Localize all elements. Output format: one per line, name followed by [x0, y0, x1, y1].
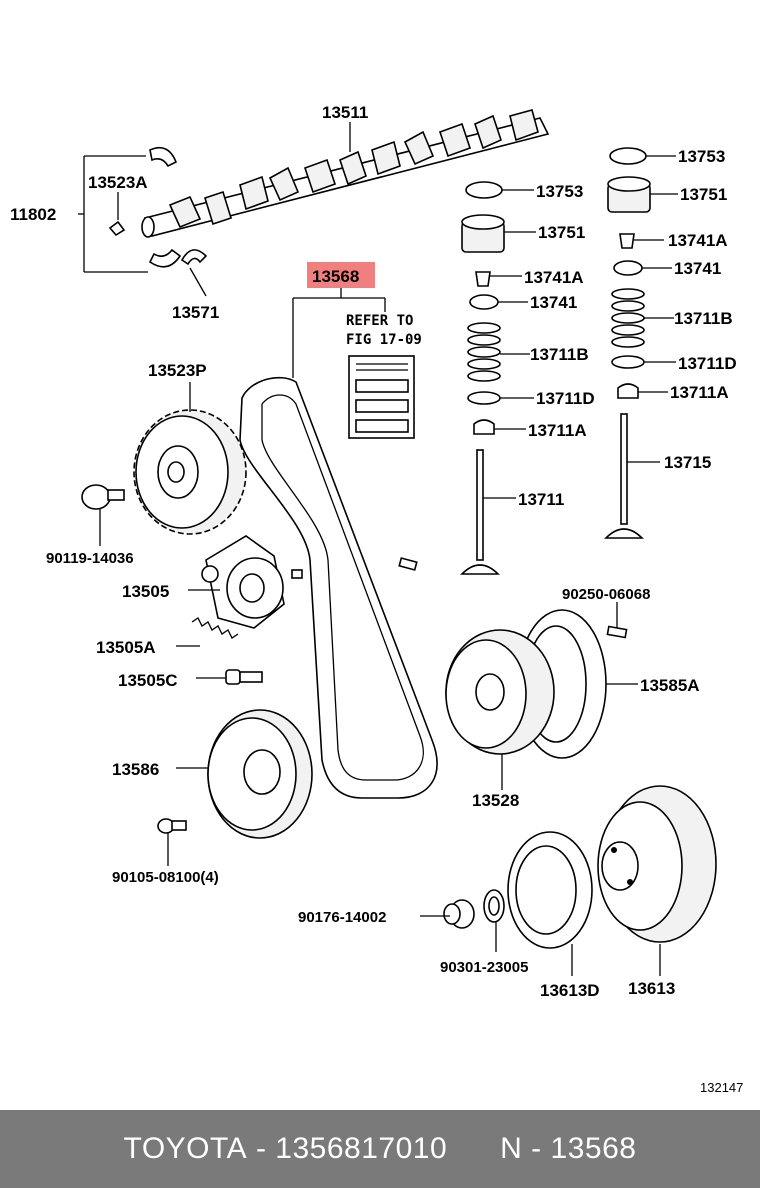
- separator-2: -: [522, 1132, 551, 1165]
- bearing-half-upper: [149, 146, 178, 168]
- separator: -: [247, 1132, 276, 1165]
- valve-spring-left: [467, 322, 501, 382]
- parts-diagram: 13511 13523A 11802 13571 13568 REFER TO …: [10, 103, 743, 1095]
- label-90250-06068: 90250-06068: [562, 586, 650, 603]
- label-13511: 13511: [322, 103, 368, 122]
- refer-line-2: FIG 17-09: [346, 332, 422, 348]
- label-90105-08100: 90105-08100(4): [112, 869, 219, 886]
- bearing-half-lower: [148, 248, 182, 268]
- refer-line-1: REFER TO: [346, 313, 413, 329]
- highlight-box: [307, 262, 375, 288]
- label-13741-left: 13741: [530, 293, 577, 312]
- label-90176-14002: 90176-14002: [298, 909, 386, 926]
- label-13751-left: 13751: [538, 223, 585, 242]
- spring-seat-right: [611, 355, 645, 369]
- camshaft-timing-pulley: [133, 409, 247, 535]
- label-13711: 13711: [518, 490, 564, 509]
- crankshaft-timing-pulley-13528: [445, 629, 555, 755]
- valve-13711: [460, 449, 500, 575]
- shim-13753-left: [465, 181, 503, 199]
- label-13523A: 13523A: [88, 173, 148, 192]
- spacer: [447, 1132, 500, 1166]
- label-13751-right: 13751: [680, 185, 727, 204]
- keeper-13741A-left: [475, 271, 491, 287]
- label-13741-right: 13741: [674, 259, 721, 278]
- label-13711B-left: 13711B: [530, 345, 589, 364]
- part-number: 1356817010: [275, 1132, 448, 1165]
- pin-90250: [606, 625, 628, 639]
- seal-13711A-right: [617, 383, 639, 399]
- label-13505C: 13505C: [118, 671, 178, 690]
- label-13715: 13715: [664, 453, 711, 472]
- oil-seal-90301: [483, 889, 505, 923]
- valve-spring-right: [611, 288, 645, 348]
- label-11802: 11802: [10, 205, 56, 224]
- label-13753-left: 13753: [536, 182, 583, 201]
- timing-belt: [239, 376, 438, 799]
- lifter-13751-right: [607, 176, 651, 213]
- bolt-90176: [443, 899, 475, 929]
- label-13613: 13613: [628, 979, 675, 998]
- keeper-13741A-right: [619, 233, 635, 249]
- tensioner-13505: [201, 535, 303, 629]
- label-13585A: 13585A: [640, 676, 700, 695]
- label-13753-right: 13753: [678, 147, 725, 166]
- label-13505A: 13505A: [96, 638, 156, 657]
- variant-code: N: [500, 1132, 523, 1165]
- valve-13715: [604, 413, 644, 539]
- label-13711A-left: 13711A: [528, 421, 587, 440]
- lifter-13751-left: [461, 214, 505, 253]
- tension-spring-13505A: [191, 617, 239, 639]
- label-13568: 13568: [312, 267, 359, 286]
- bolt-90119: [81, 484, 125, 510]
- label-90301-23005: 90301-23005: [440, 959, 528, 976]
- figure-number: 132147: [700, 1080, 743, 1095]
- label-13711D-left: 13711D: [536, 389, 595, 408]
- label-13523P: 13523P: [148, 361, 207, 380]
- label-13741A-left: 13741A: [524, 268, 584, 287]
- brand-name: TOYOTA: [123, 1132, 248, 1165]
- label-90119-14036: 90119-14036: [46, 550, 134, 567]
- label-13528: 13528: [472, 791, 519, 810]
- retainer-13741-left: [469, 294, 499, 310]
- label-13586: 13586: [112, 760, 159, 779]
- key-13523A: [108, 220, 126, 237]
- part-number-banner: TOYOTA - 1356817010 N - 13568: [0, 1110, 760, 1188]
- reference-book-icon: [348, 355, 415, 439]
- retainer-13741-right: [613, 260, 643, 276]
- bolt-90105: [157, 818, 187, 834]
- seal-13711A-left: [473, 419, 495, 435]
- crank-pulley-plate-13613D: [507, 831, 593, 949]
- label-13711B-right: 13711B: [674, 309, 733, 328]
- label-13571: 13571: [172, 303, 219, 322]
- spring-seat-left: [467, 391, 501, 405]
- shim-13753-right: [609, 147, 647, 165]
- dowel-pin: [398, 557, 418, 571]
- short-part-code: 13568: [550, 1132, 637, 1165]
- label-13711D-right: 13711D: [678, 354, 737, 373]
- label-13741A-right: 13741A: [668, 231, 728, 250]
- camshaft-13511: [141, 109, 550, 238]
- crankshaft-pulley-13613: [597, 785, 717, 943]
- label-13505: 13505: [122, 582, 169, 601]
- idler-pulley-13586: [207, 709, 313, 839]
- thrust-washer: [180, 249, 208, 266]
- label-13613D: 13613D: [540, 981, 600, 1000]
- label-13711A-right: 13711A: [670, 383, 729, 402]
- pin-13505C: [225, 669, 263, 685]
